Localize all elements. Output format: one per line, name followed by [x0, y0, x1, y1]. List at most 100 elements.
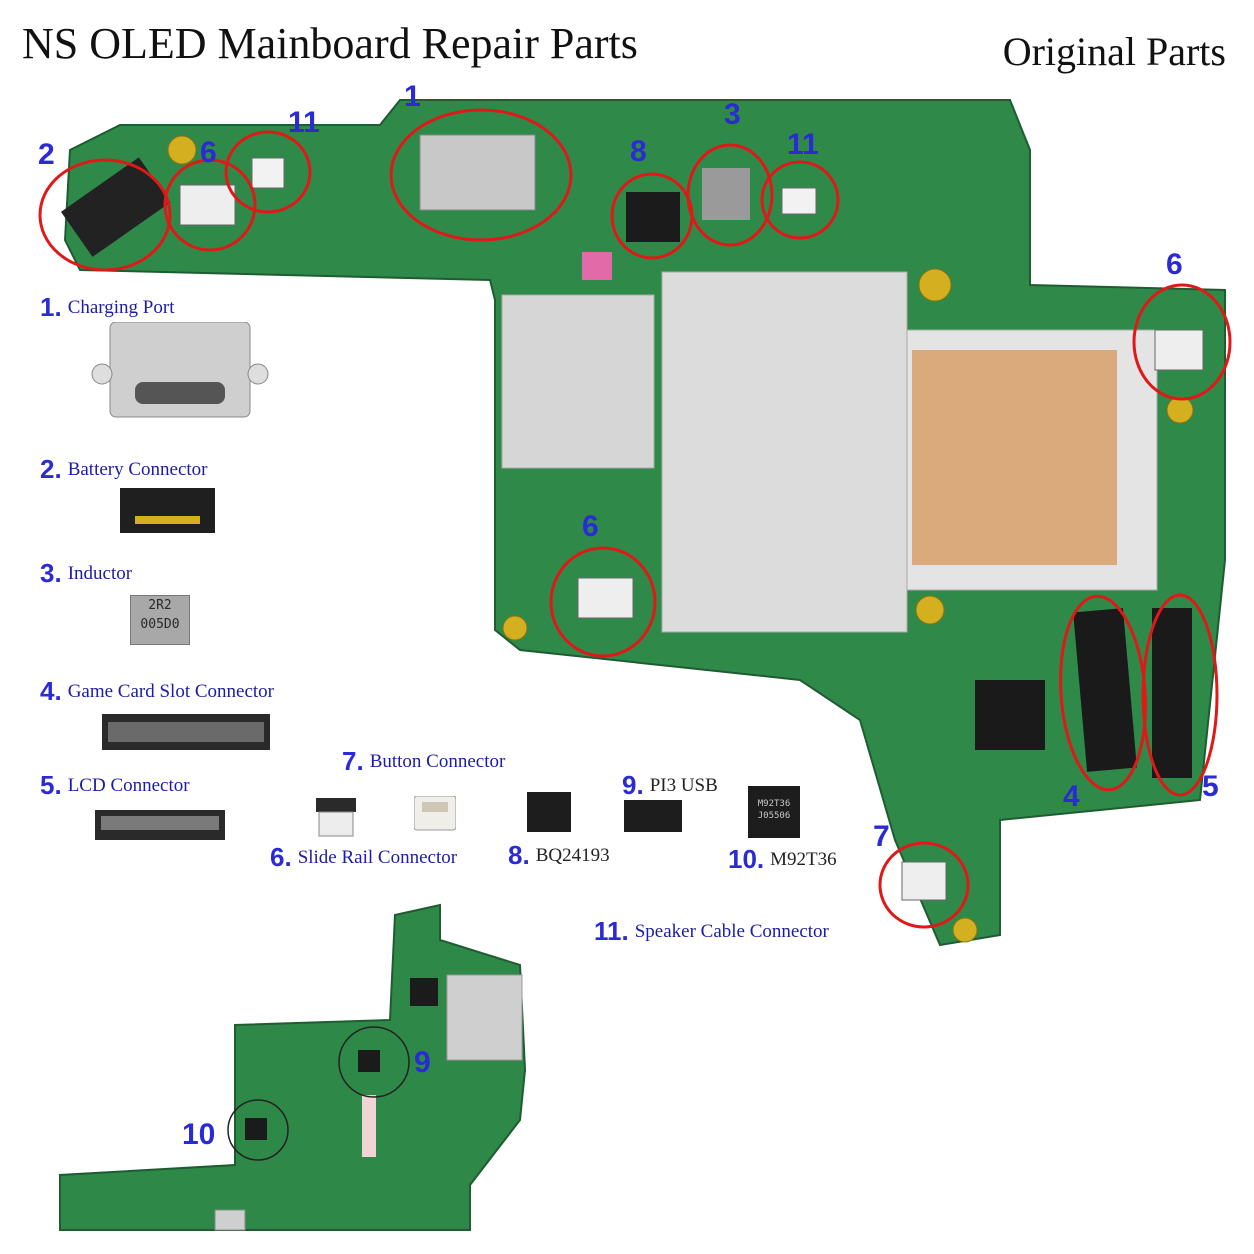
highlight-speaker-2: [760, 160, 840, 240]
legend-label: Charging Port: [67, 297, 175, 318]
copper-tape: [912, 350, 1117, 565]
slide-rail-board-2: [1154, 329, 1204, 371]
legend-item-battery-connector: 2.Battery Connector: [40, 454, 208, 485]
callout-1: 1: [404, 80, 421, 113]
legend-num: 11.: [594, 916, 629, 946]
speaker-conn-board-2: [781, 187, 817, 215]
pi3-usb-part-image: [624, 800, 682, 832]
legend-label: Battery Connector: [67, 459, 208, 480]
legend-item-charging-port: 1.Charging Port: [40, 292, 174, 323]
callout-10: 10: [182, 1118, 216, 1151]
legend-num: 7.: [342, 746, 364, 776]
slide-rail-board-3: [577, 577, 634, 619]
callout-6-c: 6: [582, 510, 599, 543]
speaker-conn-board-1: [251, 157, 285, 189]
m92t36-part-image: M92T36 J05506: [748, 786, 800, 838]
highlight-slide-rail-1: [163, 158, 257, 252]
legend-num: 5.: [40, 770, 62, 800]
legend-item-game-card-slot: 4.Game Card Slot Connector: [40, 676, 274, 707]
callout-8: 8: [630, 135, 647, 168]
highlight-speaker-1: [224, 130, 312, 214]
legend-num: 10.: [728, 844, 765, 874]
soc-chip-board: [975, 680, 1045, 750]
m92t36-marking-top: M92T36: [757, 799, 791, 809]
back-board-usb: [214, 1209, 246, 1231]
main-board: [63, 99, 1226, 947]
shield-main: [661, 271, 908, 633]
callout-6-b: 6: [1166, 248, 1183, 281]
mount-hole: [952, 917, 978, 943]
legend-num: 9.: [622, 770, 644, 800]
lcd-connector-part-image: [95, 810, 225, 840]
highlight-slide-rail-3: [549, 546, 657, 658]
legend-label: Inductor: [67, 563, 133, 584]
back-board-chip: [245, 1118, 267, 1140]
legend-num: 6.: [270, 842, 292, 872]
inductor-marking-top: 2R2: [148, 598, 172, 613]
legend-item-inductor: 3.Inductor: [40, 558, 132, 589]
shield-left: [501, 294, 655, 469]
legend-label: BQ24193: [535, 845, 610, 866]
charging-port-part-image: [91, 322, 269, 418]
legend-label: LCD Connector: [67, 775, 190, 796]
callout-2: 2: [38, 138, 55, 171]
page-title: NS OLED Mainboard Repair Parts: [22, 19, 638, 68]
bq24193-part-image: [527, 792, 571, 832]
button-connector-part-image: [414, 796, 456, 831]
mount-hole: [915, 595, 945, 625]
legend-item-button-connector: 7.Button Connector: [342, 746, 505, 777]
legend-label: Slide Rail Connector: [297, 847, 458, 868]
usb-port-board: [419, 134, 536, 211]
legend-item-m92t36: 10.M92T36: [728, 844, 837, 875]
bq-chip-board: [626, 192, 680, 242]
legend-label: Speaker Cable Connector: [634, 921, 829, 942]
legend-label: Button Connector: [369, 751, 506, 772]
m92t36-marking-bottom: J05506: [757, 811, 791, 821]
battery-conn-board: [61, 157, 171, 257]
legend-num: 4.: [40, 676, 62, 706]
highlight-m92t36: [227, 1099, 289, 1161]
lcd-conn-board: [1152, 608, 1192, 778]
legend-item-bq24193: 8.BQ24193: [508, 840, 610, 871]
legend-label: Game Card Slot Connector: [67, 681, 275, 702]
callout-4: 4: [1063, 780, 1080, 813]
slide-rail-board-1: [179, 184, 236, 226]
back-board-sticker: [362, 1095, 376, 1157]
slide-rail-connector-part-image: [316, 798, 356, 837]
pink-pad: [582, 252, 612, 280]
inductor-marking-bottom: 005D0: [140, 617, 180, 632]
legend-item-lcd-connector: 5.LCD Connector: [40, 770, 190, 801]
legend-num: 8.: [508, 840, 530, 870]
button-conn-board: [901, 861, 947, 901]
callout-11-b: 11: [787, 128, 819, 161]
inductor-part-image: 2R2 005D0: [130, 595, 190, 645]
highlight-battery-connector: [38, 158, 172, 272]
back-board-chip: [358, 1050, 380, 1072]
legend-item-pi3-usb: 9.PI3 USB: [622, 770, 718, 801]
callout-3: 3: [724, 98, 741, 131]
back-board-shield: [446, 974, 523, 1061]
game-card-conn-board: [1073, 608, 1137, 772]
highlight-lcd: [1141, 593, 1219, 797]
legend-num: 3.: [40, 558, 62, 588]
legend-num: 2.: [40, 454, 62, 484]
highlight-game-card: [1059, 594, 1147, 792]
mount-hole: [918, 268, 952, 302]
legend-label: M92T36: [770, 849, 837, 870]
callout-5: 5: [1202, 770, 1219, 803]
battery-connector-part-image: [120, 488, 215, 533]
legend-num: 1.: [40, 292, 62, 322]
back-board: [59, 903, 527, 1231]
callout-7: 7: [873, 820, 890, 853]
inductor-board: [702, 168, 750, 220]
highlight-button: [878, 841, 970, 929]
callout-6-a: 6: [200, 136, 217, 169]
legend-item-speaker-cable: 11.Speaker Cable Connector: [594, 916, 829, 947]
highlight-pi3-usb: [338, 1026, 410, 1098]
mount-hole: [167, 135, 197, 165]
highlight-charging-port: [389, 108, 573, 242]
mount-hole: [502, 615, 528, 641]
callout-11-a: 11: [288, 106, 320, 139]
callout-9: 9: [414, 1046, 431, 1079]
